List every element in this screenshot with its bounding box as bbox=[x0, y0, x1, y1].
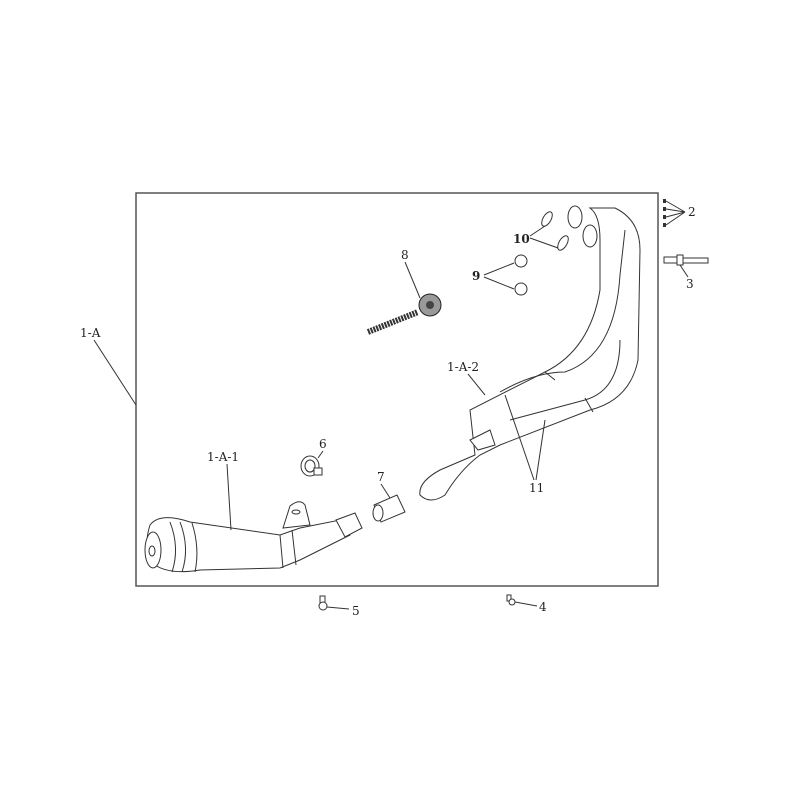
leader-10a bbox=[529, 225, 546, 237]
sensor-part bbox=[663, 254, 709, 266]
label-11: 11 bbox=[529, 481, 544, 495]
header-pipe-part bbox=[419, 205, 641, 501]
label-1-A: 1-A bbox=[80, 326, 101, 340]
sleeve-part bbox=[372, 494, 406, 523]
label-10: 10 bbox=[513, 232, 530, 246]
muffler-part bbox=[144, 501, 363, 573]
label-1-A-1: 1-A-1 bbox=[207, 450, 239, 464]
label-8: 8 bbox=[401, 248, 409, 262]
leader-10b bbox=[529, 237, 559, 249]
leader-1-A-1 bbox=[226, 463, 232, 531]
wrap-tape-part bbox=[366, 293, 442, 335]
label-2: 2 bbox=[688, 205, 696, 219]
leader-9a bbox=[483, 262, 515, 276]
leader-3 bbox=[679, 264, 689, 278]
label-7: 7 bbox=[377, 470, 385, 484]
stud-parts bbox=[663, 199, 686, 227]
leader-6 bbox=[317, 450, 324, 459]
leader-8 bbox=[404, 261, 421, 299]
label-4: 4 bbox=[539, 600, 547, 614]
gasket-part bbox=[541, 211, 553, 227]
leader-9b bbox=[483, 276, 515, 290]
nut-part bbox=[514, 282, 528, 296]
leader-1-A-2 bbox=[467, 373, 486, 396]
assembly-frame bbox=[135, 192, 659, 587]
leader-5 bbox=[326, 606, 350, 610]
leader-1-A bbox=[93, 339, 137, 406]
leader-11a bbox=[504, 394, 535, 481]
nut-part bbox=[514, 254, 528, 268]
label-9: 9 bbox=[472, 269, 480, 283]
label-3: 3 bbox=[686, 277, 694, 291]
bolt-5-part bbox=[318, 595, 328, 611]
label-1-A-2: 1-A-2 bbox=[447, 360, 479, 374]
gasket-part bbox=[557, 235, 569, 251]
leader-7 bbox=[380, 483, 391, 499]
leader-11b bbox=[535, 419, 546, 481]
leader-4 bbox=[514, 601, 538, 607]
label-5: 5 bbox=[352, 604, 360, 618]
clamp-part bbox=[300, 455, 323, 477]
bolt-4-part bbox=[506, 594, 516, 606]
label-6: 6 bbox=[319, 437, 327, 451]
